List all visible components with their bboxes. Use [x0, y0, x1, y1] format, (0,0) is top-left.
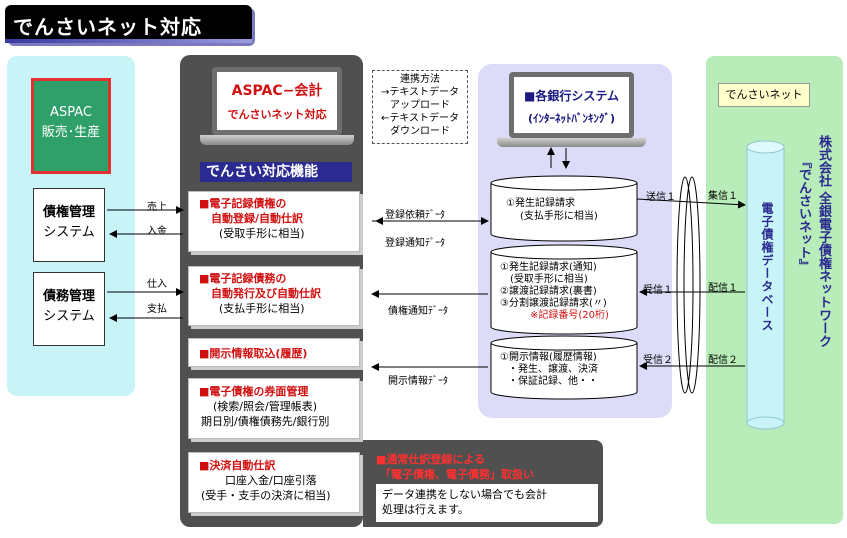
func5-sub2: (受手・支手の決済に相当)	[201, 489, 331, 502]
function-settlement-auto: ■決済自動仕訳 口座入金/口座引落 (受手・支手の決済に相当)	[188, 452, 360, 513]
label-registration-notice: 登録通知ﾃﾞｰﾀ	[385, 238, 445, 249]
cyl1-line1: ①発生記録請求	[506, 198, 575, 209]
aspac-laptop-base	[200, 135, 354, 145]
label-recv1: 受信１	[643, 285, 673, 296]
receivables-system-box: 債権管理 システム	[33, 188, 105, 262]
cyl2-line2: (受取手形に相当)	[510, 274, 588, 285]
function-receivables-auto: ■電子記録債権の 自動登録/自動仕訳 (受取手形に相当)	[188, 191, 360, 252]
cylinder-record-requests	[490, 244, 638, 335]
aspac-sales-line1: ASPAC	[50, 105, 92, 120]
linkage-line2: →テキストデータ	[380, 87, 460, 98]
cyl3-line2: ・発生、譲渡、決済	[508, 364, 598, 375]
regular-note-body1: データ連携をしない場合でも会計	[382, 488, 547, 501]
debt-system-box: 債務管理 システム	[33, 272, 105, 346]
label-shiharai: 支払	[147, 304, 167, 315]
aspac-sales-line2: 販売･生産	[41, 125, 101, 140]
aspac-laptop-title: ASPAC−会計	[231, 83, 323, 99]
label-nyukin: 入金	[147, 226, 167, 237]
debt-line2: システム	[43, 309, 95, 324]
linkage-line5: ダウンロード	[390, 126, 450, 137]
func1-sub: (受取手形に相当)	[219, 227, 305, 240]
aspac-laptop-subtitle: でんさいネット対応	[227, 108, 327, 121]
cylinder1-text: ①発生記録請求 (支払手形に相当)	[500, 197, 630, 223]
func2-title2: 自動発行及び自動仕訳	[211, 287, 321, 300]
func4-title: ■電子債権の券面管理	[199, 385, 309, 398]
label-deliver2: 配信２	[708, 355, 738, 366]
bank-laptop-subtitle: (ｲﾝﾀｰﾈｯﾄﾊﾞﾝｷﾝｸﾞ)	[527, 112, 616, 125]
func2-title1: ■電子記録債務の	[199, 272, 287, 285]
func1-title1: ■電子記録債権の	[199, 197, 287, 210]
cyl3-line3: ・保証記録、他・・	[508, 376, 598, 387]
cyl2-line1: ①発生記録請求(通知)	[500, 262, 597, 273]
label-disclosure-data: 開示情報ﾃﾞｰﾀ	[388, 376, 448, 387]
linkage-line1: 連携方法	[400, 74, 440, 85]
database-label: 電子債権データベース	[760, 202, 774, 332]
linkage-line3: アップロード	[390, 100, 450, 111]
bank-laptop-base	[497, 138, 646, 147]
network-ellipse-1	[676, 176, 694, 394]
aspac-laptop-screen: ASPAC−会計 でんさいネット対応	[212, 67, 342, 135]
company-name: 株式会社 全銀電子債権ネットワーク 『でんさいネット』	[793, 135, 833, 395]
func5-sub: 口座入金/口座引落	[225, 474, 317, 487]
func2-sub: (支払手形に相当)	[219, 302, 305, 315]
debt-line1: 債務管理	[42, 289, 95, 304]
cylinder3-text: ①開示情報(履歴情報) ・発生、譲渡、決済 ・保証記録、他・・	[500, 352, 634, 388]
cyl2-line4: ③分割譲渡記録請求(〃)	[500, 298, 607, 309]
func3-title: ■開示情報取込(履歴)	[199, 347, 308, 360]
cylinder2-text: ①発生記録請求(通知) (受取手形に相当) ②譲渡記録請求(裏書) ③分割譲渡記…	[500, 262, 634, 322]
func5-title: ■決済自動仕訳	[199, 459, 276, 472]
func4-sub: (検索/照会/管理帳表)	[213, 400, 317, 413]
regular-note-title1: ■通常仕訳登録による	[376, 453, 486, 466]
linkage-line4: ←テキストデータ	[380, 113, 460, 124]
regular-note-body2: 処理は行えます。	[382, 503, 469, 516]
cylinder-disclosure-info	[490, 335, 638, 400]
cyl1-line2: (支払手形に相当)	[520, 211, 598, 222]
network-ellipse-2	[683, 176, 701, 394]
cyl2-line3: ②譲渡記録請求(裏書)	[500, 286, 597, 297]
label-registration-request: 登録依頼ﾃﾞｰﾀ	[385, 210, 445, 221]
label-credit-notice: 債権通知ﾃﾞｰﾀ	[388, 306, 448, 317]
densai-functions-label: でんさい対応機能	[200, 162, 352, 182]
page-title: でんさいネット対応	[5, 5, 252, 43]
receivables-line2: システム	[43, 225, 95, 240]
label-send1: 送信１	[646, 192, 676, 203]
label-shiire: 仕入	[147, 279, 167, 290]
aspac-sales-box: ASPAC 販売･生産	[31, 78, 111, 174]
company-name-line2: 『でんさいネット』	[796, 155, 811, 272]
func1-title2: 自動登録/自動仕訳	[211, 212, 304, 225]
function-disclosure-import: ■開示情報取込(履歴)	[188, 338, 360, 367]
company-name-line1: 株式会社 全銀電子債権ネットワーク	[816, 135, 831, 348]
regular-entry-body: データ連携をしない場合でも会計 処理は行えます。	[376, 484, 598, 522]
bank-laptop-screen: ■各銀行システム (ｲﾝﾀｰﾈｯﾄﾊﾞﾝｷﾝｸﾞ)	[509, 72, 634, 138]
label-uriage: 売上	[147, 202, 167, 213]
electronic-claims-database-cylinder	[746, 140, 785, 430]
regular-note-title2: 「電子債権、電子債務」取扱い	[380, 468, 534, 481]
regular-entry-note: ■通常仕訳登録による 「電子債権、電子債務」取扱い	[376, 452, 588, 520]
receivables-line1: 債権管理	[42, 205, 95, 220]
arrow-send1	[636, 198, 746, 209]
densai-net-label: でんさいネット	[718, 83, 810, 107]
label-collect1: 集信１	[708, 191, 738, 202]
func4-sub2: 期日別/債権債務先/銀行別	[201, 415, 330, 428]
label-recv2: 受信２	[643, 355, 673, 366]
cyl2-record-number: ※記録番号(20桁)	[530, 310, 609, 321]
linkage-method-note: 連携方法 →テキストデータ アップロード ←テキストデータ ダウンロード	[372, 70, 468, 144]
bank-laptop-title: ■各銀行システム	[524, 89, 619, 103]
label-deliver1: 配信１	[708, 283, 738, 294]
function-certificate-management: ■電子債権の券面管理 (検索/照会/管理帳表) 期日別/債権債務先/銀行別	[188, 378, 360, 439]
cyl3-line1: ①開示情報(履歴情報)	[500, 352, 597, 363]
function-debt-auto: ■電子記録債務の 自動発行及び自動仕訳 (支払手形に相当)	[188, 266, 360, 326]
cylinder-issue-request	[490, 175, 638, 242]
